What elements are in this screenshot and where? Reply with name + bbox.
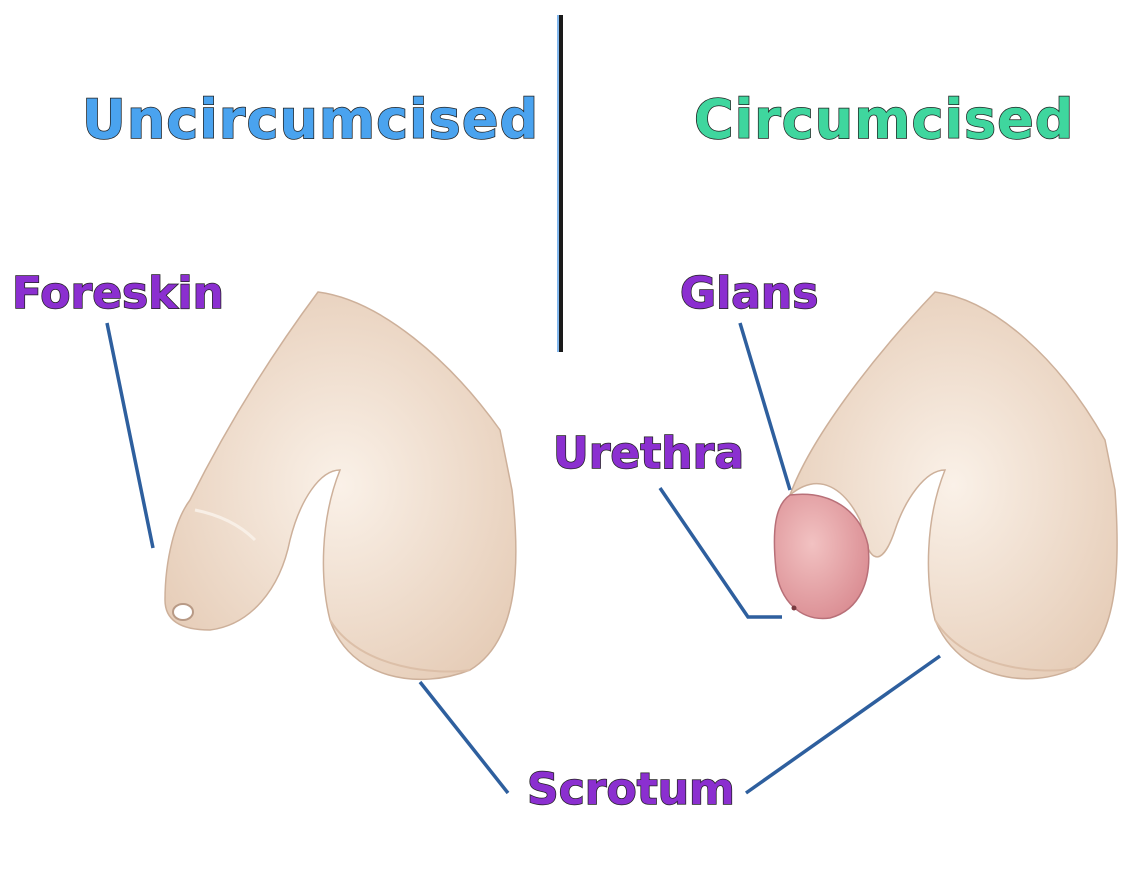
foreskin-leader-line: [105, 322, 155, 549]
uncircumcised-title: Uncircumcised: [81, 87, 540, 152]
foreskin-label: Foreskin: [11, 267, 224, 320]
scrotum-label: Scrotum: [526, 763, 735, 816]
scrotum-leader-line-left: [418, 680, 510, 795]
glans-label: Glans: [679, 267, 819, 320]
uncircumcised-illustration: [164, 291, 517, 681]
scrotum-leader-line-right: [744, 654, 942, 795]
urethra-leader-line: [658, 487, 782, 619]
circumcised-illustration: [773, 291, 1118, 680]
urethra-label: Urethra: [552, 427, 745, 480]
circumcised-title: Circumcised: [693, 87, 1075, 152]
glans-leader-line: [738, 322, 792, 491]
